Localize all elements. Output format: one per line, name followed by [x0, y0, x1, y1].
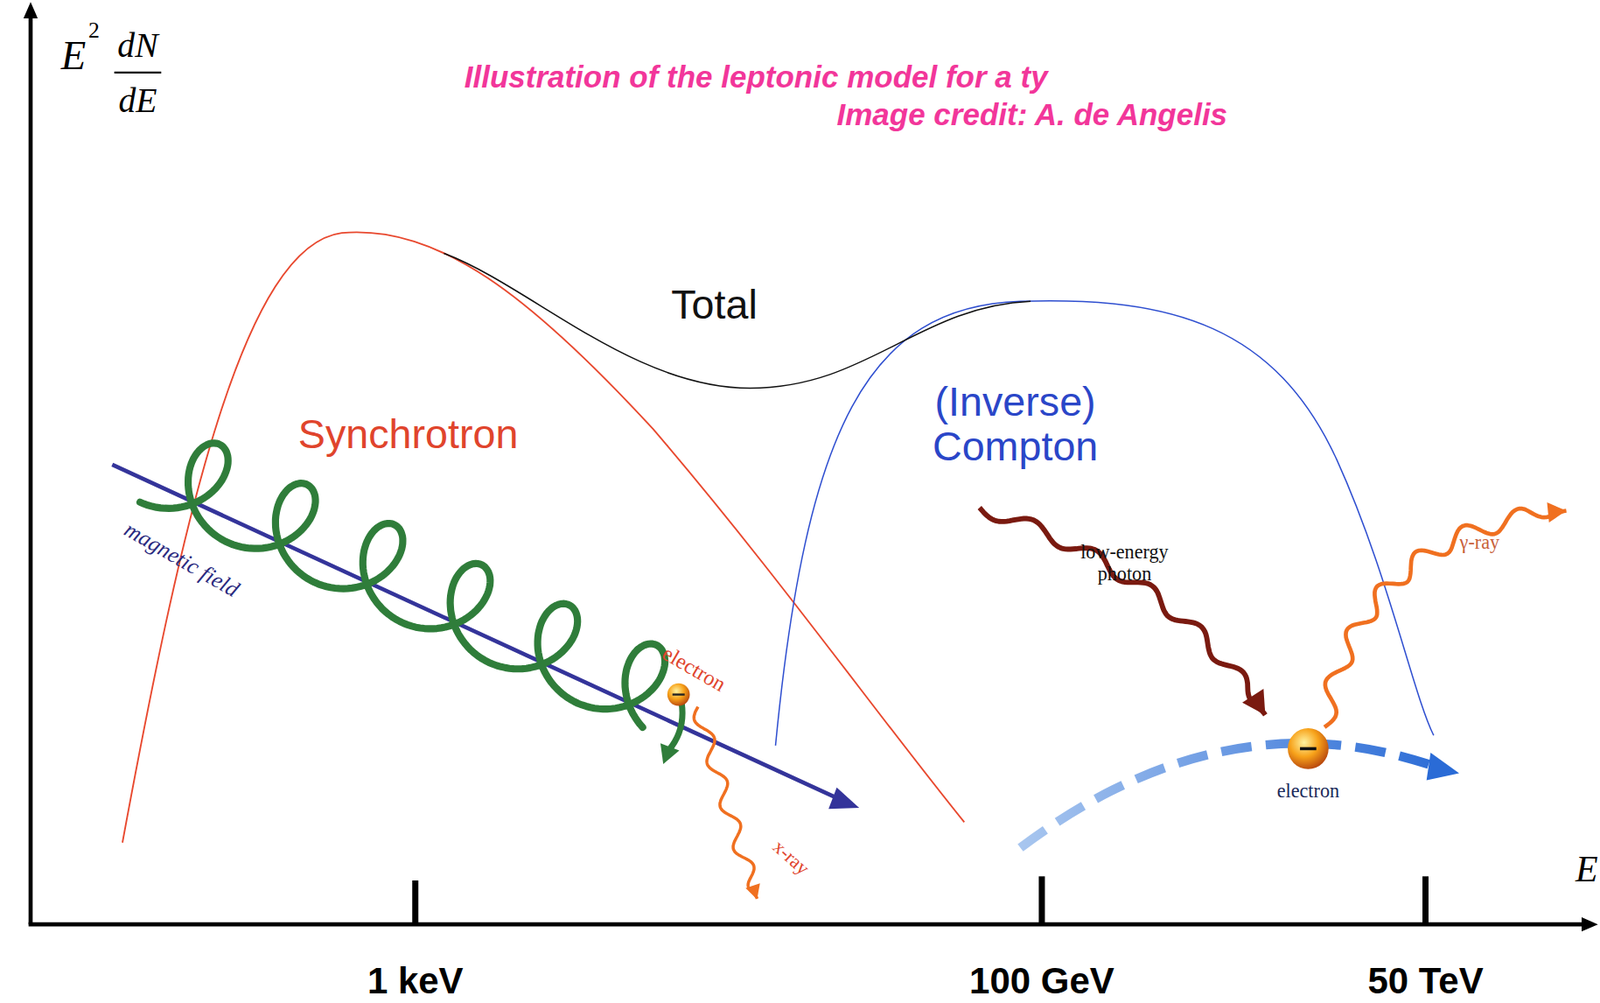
gamma-wave	[1324, 508, 1566, 727]
field-line	[111, 464, 843, 801]
axis-arrowhead	[1581, 916, 1599, 931]
minus-sign	[672, 692, 685, 695]
fraction-bar	[114, 71, 162, 74]
photon-label: x-ray	[768, 836, 813, 880]
synchrotron-curve	[122, 231, 965, 842]
x-ray-wave	[693, 706, 757, 899]
y-axis	[28, 13, 34, 924]
tick	[412, 880, 419, 924]
tick-label: 100 GeV	[969, 959, 1115, 1000]
curve-label: Total	[670, 281, 758, 327]
credit-text: Image credit: A. de Angelis	[836, 97, 1228, 132]
tick-label: 1 keV	[367, 959, 464, 1000]
tick-label: 50 TeV	[1367, 959, 1483, 1000]
tick	[1422, 875, 1429, 924]
x-axis	[28, 922, 1585, 927]
particle-label: electron	[1277, 780, 1340, 802]
tick	[1038, 875, 1045, 924]
electron-ball	[1287, 727, 1329, 769]
photon-label: γ-ray	[1460, 532, 1500, 554]
axis-label: E	[1575, 849, 1599, 890]
axis-label: 2	[88, 18, 100, 43]
field-label: magnetic field	[119, 517, 244, 603]
helix-arrowhead	[660, 742, 680, 764]
title-text: Illustration of the leptonic model for a…	[464, 59, 1049, 94]
total-curve	[443, 252, 1031, 388]
photon-wave-head	[1242, 688, 1265, 715]
electron-path-arrowhead	[1426, 752, 1460, 781]
curve-label: Synchrotron	[298, 411, 519, 456]
compton-curve	[775, 300, 1434, 746]
photon-label: low-energy photon	[1068, 542, 1181, 586]
gamma-wave-head	[1546, 502, 1566, 523]
electron-ball	[667, 683, 691, 706]
axis-label: dE	[118, 81, 157, 120]
axis-label: dN	[117, 26, 158, 65]
curve-label: (Inverse) Compton	[893, 378, 1139, 469]
axis-label: E	[61, 34, 87, 79]
electron-path	[1020, 742, 1433, 847]
photon-wave	[979, 507, 1266, 715]
helix-arrow	[668, 702, 683, 751]
x-ray-wave-head	[745, 882, 760, 899]
field-arrowhead	[828, 787, 860, 810]
particle-label: electron	[657, 641, 730, 697]
axis-arrowhead	[23, 1, 38, 19]
minus-sign	[1299, 747, 1317, 751]
